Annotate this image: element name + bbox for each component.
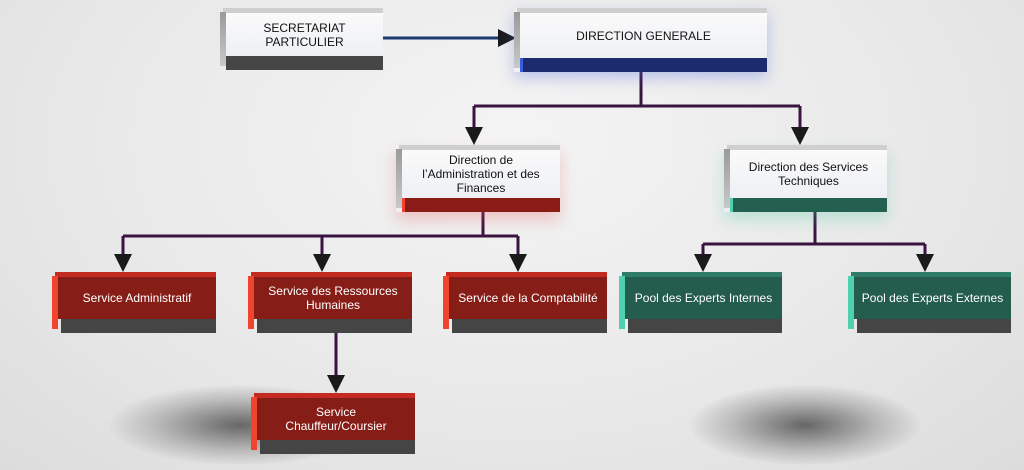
node-bar (260, 440, 415, 454)
node-label: Service de la Comptabilité (449, 277, 607, 319)
node-label: Service Administratif (58, 277, 216, 319)
node-daf: Direction de l’Administration et des Fin… (396, 145, 560, 212)
node-bar (628, 319, 782, 333)
node-service-chauffeur-coursier: Service Chauffeur/Coursier (251, 393, 415, 454)
node-service-administratif: Service Administratif (52, 272, 216, 333)
node-service-ressources-humaines: Service des Ressources Humaines (248, 272, 412, 333)
node-bar (520, 58, 767, 72)
node-label: Direction des Services Techniques (730, 150, 887, 198)
node-label: SECRETARIAT PARTICULIER (226, 13, 383, 56)
node-bar (226, 56, 383, 70)
node-label: Service des Ressources Humaines (254, 277, 412, 319)
node-bar (402, 198, 560, 212)
node-pool-experts-externes: Pool des Experts Externes (848, 272, 1011, 333)
node-label: Direction de l’Administration et des Fin… (402, 150, 560, 198)
node-label: Pool des Experts Internes (625, 277, 782, 319)
node-bar (452, 319, 607, 333)
node-service-comptabilite: Service de la Comptabilité (443, 272, 607, 333)
node-label: Pool des Experts Externes (854, 277, 1011, 319)
node-dst: Direction des Services Techniques (724, 145, 887, 212)
node-bar (730, 198, 887, 212)
node-secretariat-particulier: SECRETARIAT PARTICULIER (220, 8, 383, 70)
node-direction-generale: DIRECTION GENERALE (514, 8, 767, 72)
node-pool-experts-internes: Pool des Experts Internes (619, 272, 782, 333)
node-bar (257, 319, 412, 333)
node-label: DIRECTION GENERALE (520, 13, 767, 58)
node-bar (61, 319, 216, 333)
node-label: Service Chauffeur/Coursier (257, 398, 415, 440)
node-bar (857, 319, 1011, 333)
floor-shadow-right (690, 385, 920, 465)
